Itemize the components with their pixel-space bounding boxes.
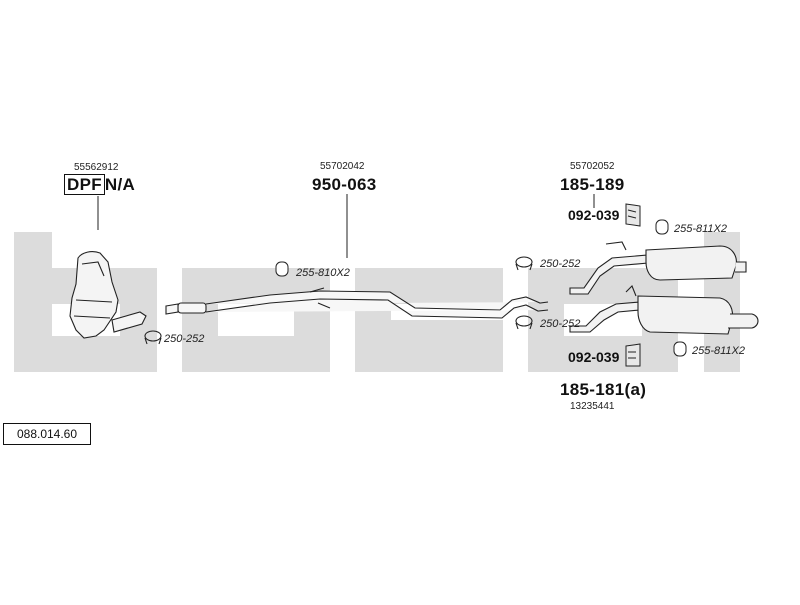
upper-clamp-number: 255-811X2 (674, 223, 728, 235)
upper-rear-silencer (569, 241, 747, 295)
center-pipe-oem-number: 55702042 (320, 161, 365, 172)
gasket-rings (144, 256, 533, 345)
upper-silencer-part-number: 185-189 (560, 175, 625, 194)
leader-lines (97, 194, 595, 258)
upper-gasket-number: 250-252 (540, 258, 581, 270)
lower-mount-number: 092-039 (568, 349, 620, 365)
upper-mount-number: 092-039 (568, 207, 620, 223)
clamp-icons (275, 219, 687, 357)
dpf-oem-number: 55562912 (74, 162, 119, 173)
center-pipe-clamp-number: 255-810X2 (296, 267, 350, 279)
dpf-unit (69, 251, 147, 339)
center-pipe-part-number: 950-063 (312, 175, 377, 194)
lower-clamp-number: 255-811X2 (692, 345, 746, 357)
upper-silencer-oem-number: 55702052 (570, 161, 615, 172)
lower-silencer-part-number: 185-181(a) (560, 380, 647, 399)
lower-rear-silencer (569, 285, 759, 335)
center-pipe (165, 287, 549, 319)
rubber-mounts (625, 203, 641, 367)
diagram-reference-number: 088.014.60 (3, 423, 91, 445)
dpf-label: DPF (64, 174, 105, 195)
dpf-gasket-number: 250-252 (164, 333, 205, 345)
dpf-status: N/A (104, 175, 136, 194)
lower-gasket-number: 250-252 (540, 318, 581, 330)
lower-silencer-oem-number: 13235441 (570, 401, 615, 412)
